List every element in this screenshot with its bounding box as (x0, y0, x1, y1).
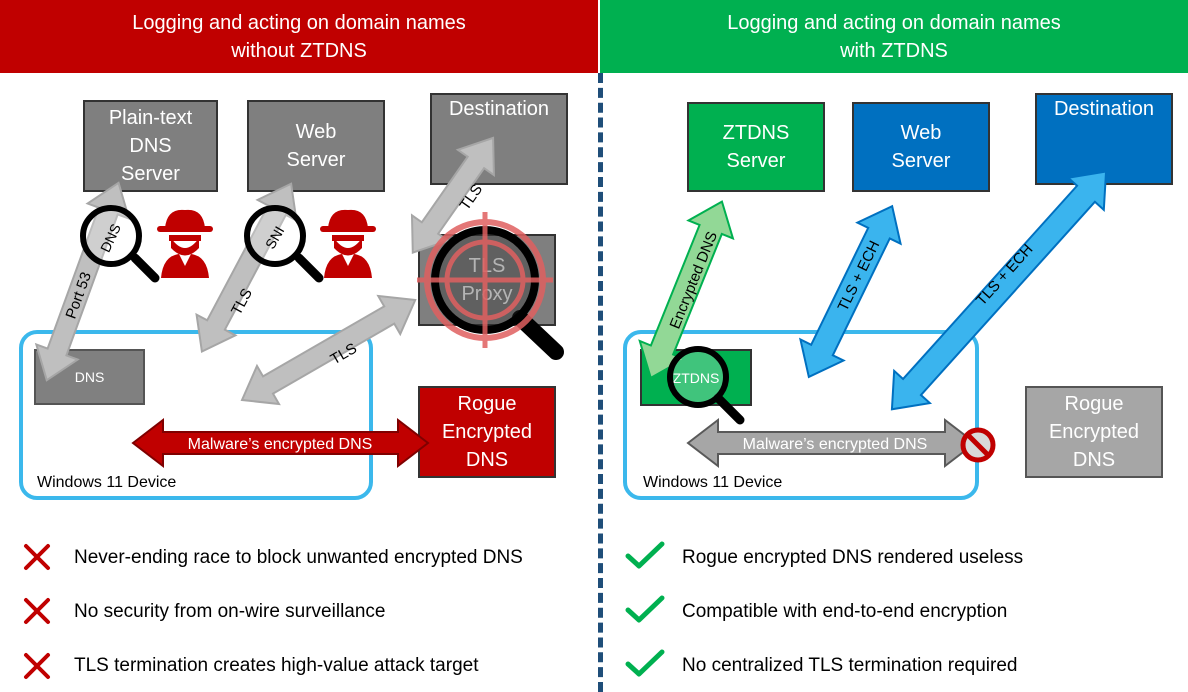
right-bullet-1: Rogue encrypted DNS rendered useless (682, 547, 1024, 568)
arrow-tls-web (195, 182, 298, 353)
right-rogue-encrypted-dns: Rogue Encrypted DNS (1025, 386, 1163, 478)
malware-left-label: Malware’s encrypted DNS (188, 436, 373, 453)
arrow-tls-proxy (240, 294, 417, 406)
magnifier-icon (244, 205, 324, 283)
cross-icon (24, 544, 50, 679)
no-entry-icon (960, 427, 996, 463)
magnifier-icon (80, 205, 160, 283)
left-rogue-encrypted-dns: Rogue Encrypted DNS (418, 386, 556, 478)
left-header: Logging and acting on domain names witho… (0, 0, 598, 73)
panel-divider (598, 73, 603, 692)
malware-right-label: Malware’s encrypted DNS (743, 436, 928, 453)
right-web-server: Web Server (852, 102, 990, 192)
spy-icon (320, 209, 376, 278)
spy-icon (157, 209, 213, 278)
left-bullet-3: TLS termination creates high-value attac… (74, 655, 479, 676)
left-bullet-1: Never-ending race to block unwanted encr… (74, 547, 523, 568)
arrow-tls-ech-destination (890, 170, 1108, 411)
left-destination: Destination (430, 93, 568, 185)
crosshair-icon (417, 212, 553, 348)
right-device-label: Windows 11 Device (643, 474, 783, 491)
left-title-line1: Logging and acting on domain names (132, 11, 466, 34)
right-bullet-2: Compatible with end-to-end encryption (682, 601, 1008, 622)
arrow-port53 (34, 181, 131, 382)
right-header: Logging and acting on domain names with … (600, 0, 1188, 73)
ztdns-server: ZTDNS Server (687, 102, 825, 192)
check-icon (625, 541, 665, 677)
left-bullet-2: No security from on-wire surveillance (74, 601, 386, 622)
arrow-encrypted-dns (638, 200, 735, 380)
right-device-outline (623, 330, 979, 500)
arrow-tls-destination (410, 136, 495, 254)
right-destination: Destination (1035, 93, 1173, 185)
right-title-line1: Logging and acting on domain names (727, 11, 1061, 34)
magnifier-icon (431, 226, 564, 360)
magnifier-icon (667, 346, 745, 425)
plaintext-dns-server: Plain-text DNS Server (83, 100, 218, 192)
left-device-label: Windows 11 Device (37, 474, 177, 491)
left-device-outline (19, 330, 373, 500)
arrow-malware-left (131, 417, 430, 469)
left-title-line2: without ZTDNS (231, 39, 367, 62)
left-web-server: Web Server (247, 100, 385, 192)
arrow-tls-ech-web (798, 204, 902, 379)
right-bullet-3: No centralized TLS termination required (682, 655, 1018, 676)
right-title-line2: with ZTDNS (840, 39, 948, 62)
